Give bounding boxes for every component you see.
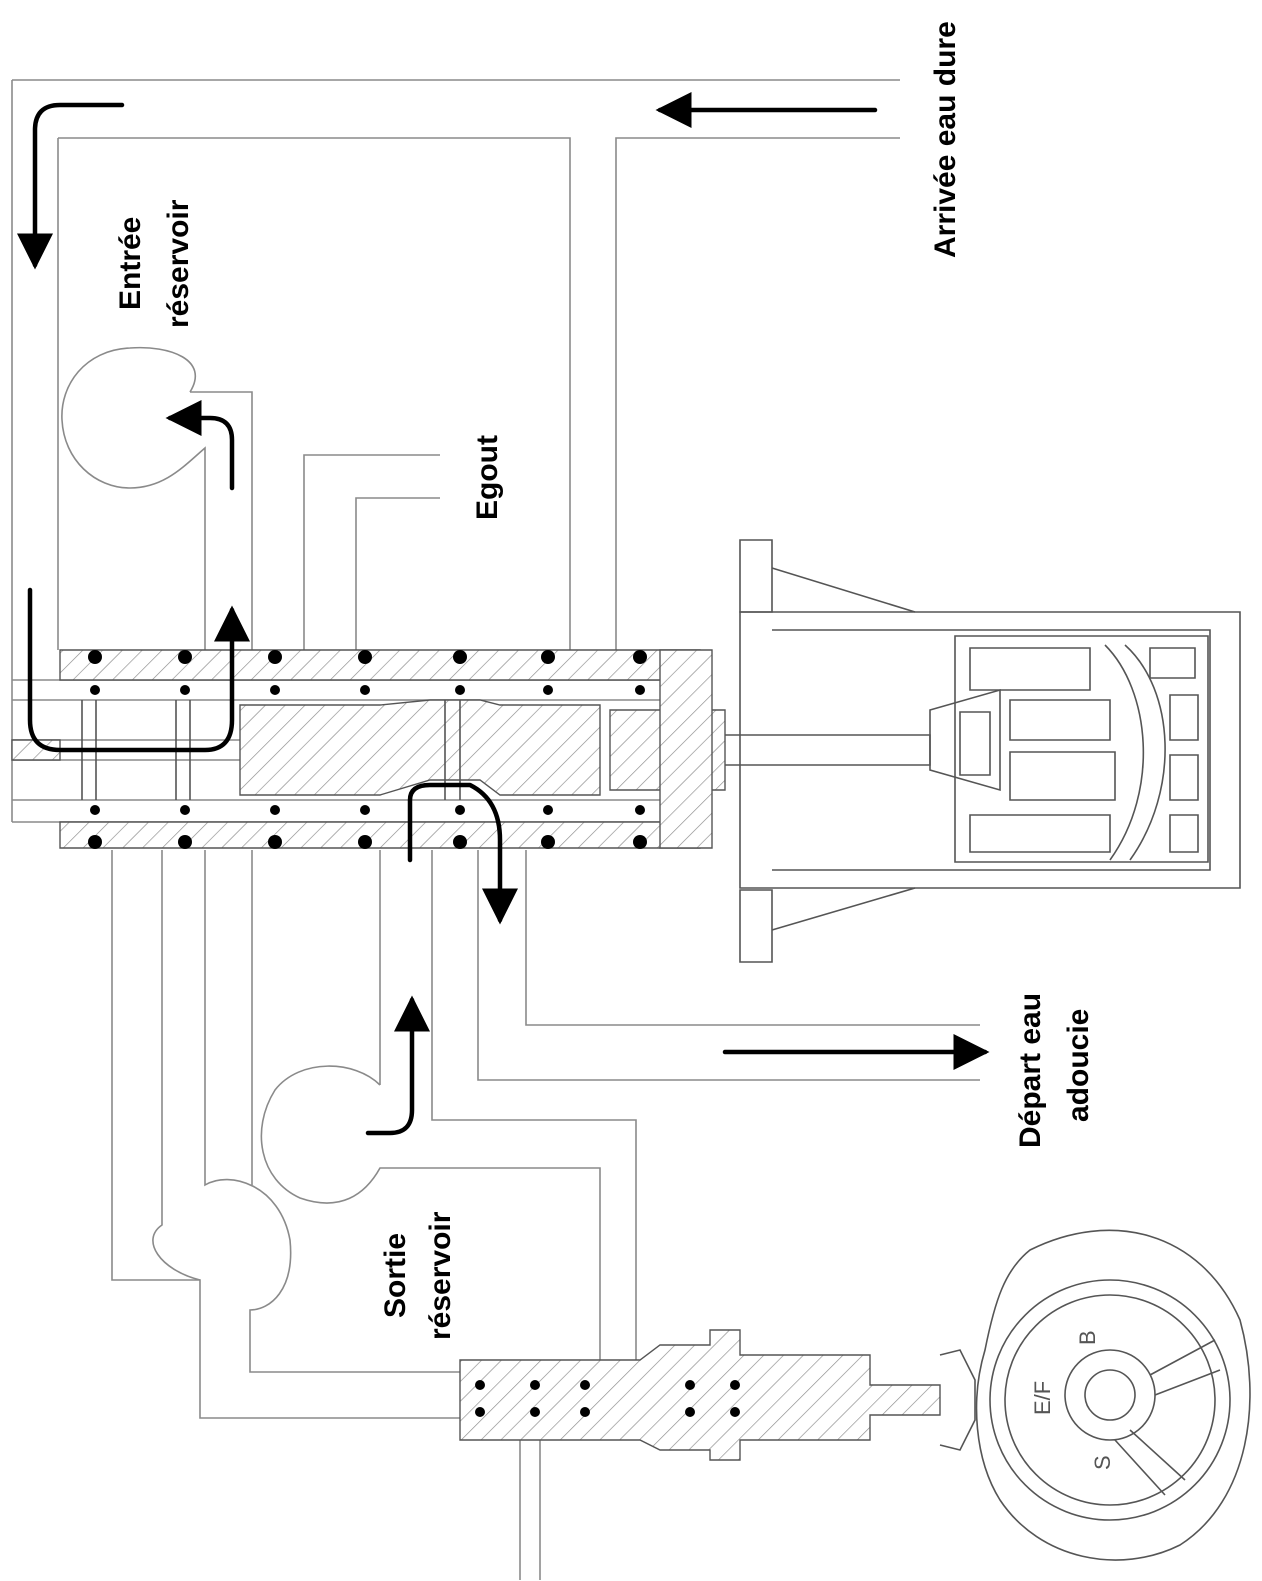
- seal-dot: [453, 835, 467, 849]
- seal-dot: [635, 685, 645, 695]
- pilot-dot: [530, 1407, 540, 1417]
- control-dial: B E/F S: [975, 1229, 1251, 1561]
- seal-dot: [270, 805, 280, 815]
- seal-dot: [633, 835, 647, 849]
- pilot-seal-dots: [475, 1380, 740, 1417]
- pilot-dot: [685, 1380, 695, 1390]
- seal-dot: [358, 650, 372, 664]
- pilot-dot: [475, 1380, 485, 1390]
- seal-dot: [268, 835, 282, 849]
- seal-dot: [88, 835, 102, 849]
- pilot-dot: [580, 1380, 590, 1390]
- label-entree-2: réservoir: [162, 199, 195, 328]
- arrow-through-spool: [27, 587, 250, 753]
- labels: Arrivée eau dure Entrée réservoir Egout …: [114, 21, 1095, 1340]
- seal-dot: [90, 685, 100, 695]
- seal-dot: [360, 685, 370, 695]
- seal-dot: [358, 835, 372, 849]
- pilot-dot: [730, 1407, 740, 1417]
- label-sortie-2: réservoir: [424, 1211, 457, 1340]
- seal-dot: [360, 805, 370, 815]
- arrow-into-tank: [165, 400, 235, 491]
- flow-arrows: [17, 92, 990, 1136]
- seal-dot: [180, 685, 190, 695]
- arrow-from-tank-outlet: [365, 995, 430, 1136]
- motor-housing: [739, 539, 1241, 963]
- pilot-dot: [730, 1380, 740, 1390]
- label-depart-1: Départ eau: [1014, 993, 1047, 1148]
- pilot-dot: [685, 1407, 695, 1417]
- dial-mark-s: S: [1090, 1455, 1115, 1470]
- arrow-to-tank-inlet: [17, 102, 125, 270]
- pilot-dot: [580, 1407, 590, 1417]
- seal-dot: [541, 835, 555, 849]
- seal-dot: [543, 685, 553, 695]
- seal-dot: [268, 650, 282, 664]
- spool-valve: [11, 649, 931, 849]
- seal-dot: [455, 805, 465, 815]
- seal-dot: [541, 650, 555, 664]
- dial-mark-ef: E/F: [1030, 1381, 1055, 1415]
- pilot-dot: [475, 1407, 485, 1417]
- pilot-dot: [530, 1380, 540, 1390]
- pilot-valve: [459, 1329, 976, 1461]
- seal-dot: [455, 685, 465, 695]
- seal-dot: [635, 805, 645, 815]
- seal-dot: [633, 650, 647, 664]
- label-sortie-1: Sortie: [379, 1233, 412, 1318]
- label-depart-2: adoucie: [1062, 1009, 1095, 1122]
- seal-dot: [88, 650, 102, 664]
- seal-dot: [90, 805, 100, 815]
- seal-dot: [270, 685, 280, 695]
- seal-dot: [543, 805, 553, 815]
- dial-mark-b: B: [1075, 1330, 1100, 1345]
- seal-dot: [180, 805, 190, 815]
- seal-rings: [88, 650, 647, 849]
- label-entree-1: Entrée: [114, 217, 147, 310]
- seal-dot: [178, 650, 192, 664]
- arrow-spool-to-outlet: [407, 782, 518, 925]
- label-egout: Egout: [471, 435, 504, 520]
- seal-dot: [453, 650, 467, 664]
- label-arrivee: Arrivée eau dure: [929, 21, 962, 258]
- seal-dot: [178, 835, 192, 849]
